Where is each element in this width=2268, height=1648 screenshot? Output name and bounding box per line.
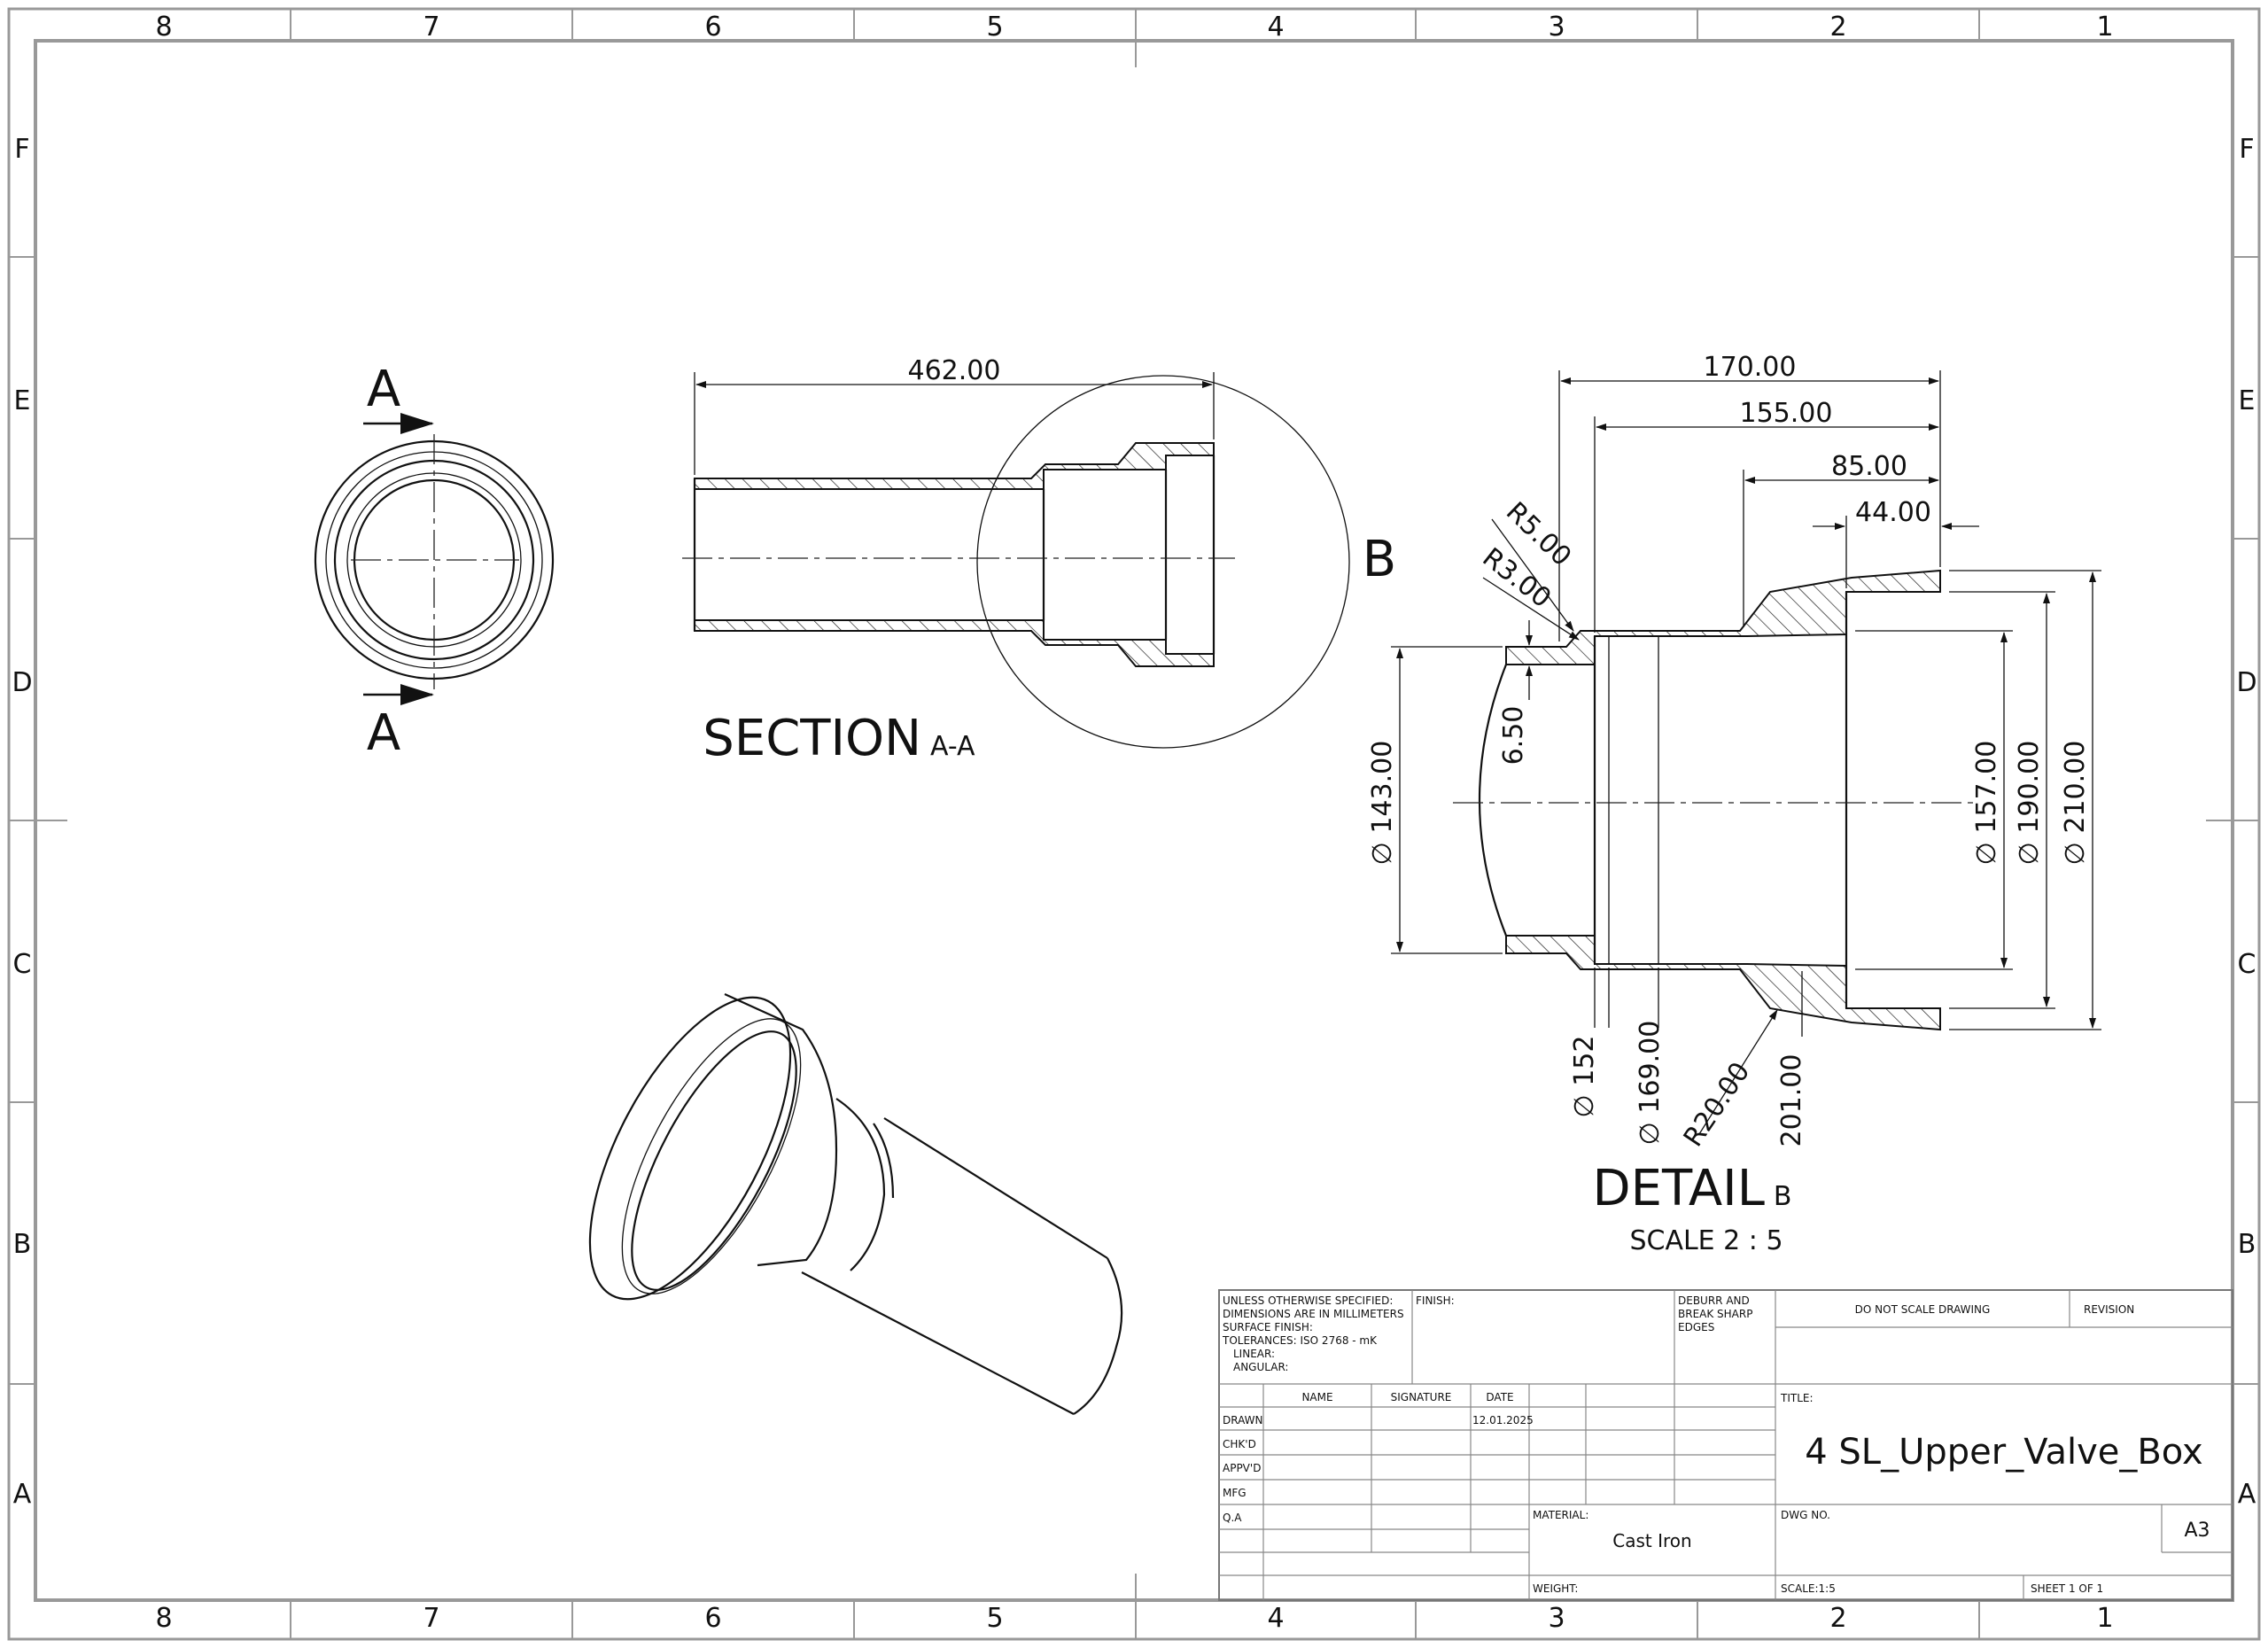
section-marker-top: A xyxy=(367,361,400,418)
zone-row-f-left: F xyxy=(14,134,29,165)
front-view: A A xyxy=(314,361,555,762)
tb-col-date: DATE xyxy=(1486,1391,1513,1403)
isometric-view xyxy=(588,992,1123,1415)
section-a-a-suffix: A-A xyxy=(930,731,975,762)
tb-note-5: LINEAR: xyxy=(1233,1348,1275,1360)
detail-view: 170.00 155.00 85.00 44.00 R5.00 R3.00 6.… xyxy=(1367,352,2101,1256)
sheet-frame: 8 7 6 5 4 3 2 1 8 7 6 5 4 3 2 1 F E D C … xyxy=(7,7,2261,1641)
zone-col-6-top: 6 xyxy=(704,12,721,43)
zone-row-f-right: F xyxy=(2239,134,2254,165)
zone-col-8-bottom: 8 xyxy=(155,1603,172,1634)
zone-row-c-right: C xyxy=(2238,949,2256,980)
tb-title-label: TITLE: xyxy=(1780,1392,1814,1404)
detail-b-circle xyxy=(976,375,1350,749)
zone-col-1-top: 1 xyxy=(2096,12,2113,43)
tb-col-signature: SIGNATURE xyxy=(1391,1391,1452,1403)
zone-col-8-top: 8 xyxy=(155,12,172,43)
section-marker-bottom: A xyxy=(367,704,400,762)
tb-weight-label: WEIGHT: xyxy=(1533,1582,1578,1595)
section-view: 462.00 B SECTION A-A xyxy=(682,355,1396,767)
zone-col-3-bottom: 3 xyxy=(1548,1603,1565,1634)
zone-row-a-left: A xyxy=(13,1479,32,1510)
dim-detail-dia-169: ∅ 169.00 xyxy=(1635,1021,1666,1146)
zone-row-d-left: D xyxy=(12,667,32,698)
tb-note-4: TOLERANCES: ISO 2768 - mK xyxy=(1222,1334,1378,1347)
tb-material-label: MATERIAL: xyxy=(1533,1509,1588,1521)
zone-row-a-right: A xyxy=(2238,1479,2256,1510)
dim-detail-dia-157: ∅ 157.00 xyxy=(1971,741,2002,866)
dim-detail-155: 155.00 xyxy=(1740,398,1833,429)
section-a-a-title: SECTION xyxy=(703,710,921,767)
tb-drawn-date: 12.01.2025 xyxy=(1472,1414,1534,1426)
tb-do-not-scale: DO NOT SCALE DRAWING xyxy=(1855,1303,1991,1316)
zone-row-e-right: E xyxy=(2239,385,2256,416)
zone-col-4-top: 4 xyxy=(1267,12,1284,43)
zone-col-7-top: 7 xyxy=(423,12,439,43)
tb-deburr-1: DEBURR AND xyxy=(1678,1294,1750,1307)
dim-detail-201: 201.00 xyxy=(1776,1054,1807,1147)
zone-col-1-bottom: 1 xyxy=(2096,1603,2113,1634)
zone-col-2-bottom: 2 xyxy=(1829,1603,1846,1634)
zone-col-2-top: 2 xyxy=(1829,12,1846,43)
tb-note-6: ANGULAR: xyxy=(1233,1361,1288,1373)
dim-detail-85: 85.00 xyxy=(1831,451,1907,482)
dim-detail-44: 44.00 xyxy=(1855,497,1931,528)
dim-overall-length: 462.00 xyxy=(908,355,1001,386)
zone-row-b-right: B xyxy=(2238,1229,2256,1260)
tb-note-2: DIMENSIONS ARE IN MILLIMETERS xyxy=(1223,1308,1404,1320)
zone-row-e-left: E xyxy=(14,385,31,416)
detail-b-callout: B xyxy=(1363,531,1396,588)
detail-b-scale: SCALE 2 : 5 xyxy=(1629,1225,1783,1256)
zone-row-b-left: B xyxy=(13,1229,32,1260)
zone-col-7-bottom: 7 xyxy=(423,1603,439,1634)
dim-detail-170: 170.00 xyxy=(1704,352,1797,383)
tb-sheet-size: A3 xyxy=(2184,1520,2210,1542)
title-block: UNLESS OTHERWISE SPECIFIED: DIMENSIONS A… xyxy=(1218,1289,2233,1601)
tb-dwg-no-label: DWG NO. xyxy=(1781,1509,1830,1521)
zone-col-4-bottom: 4 xyxy=(1267,1603,1284,1634)
dim-detail-dia-152: ∅ 152 xyxy=(1569,1036,1600,1118)
zone-col-5-bottom: 5 xyxy=(986,1603,1003,1634)
zone-col-5-top: 5 xyxy=(986,12,1003,43)
zone-row-c-left: C xyxy=(13,949,32,980)
zone-col-6-bottom: 6 xyxy=(704,1603,721,1634)
zone-col-3-top: 3 xyxy=(1548,12,1565,43)
dim-detail-dia-143: ∅ 143.00 xyxy=(1367,741,1398,866)
tb-finish-label: FINISH: xyxy=(1416,1294,1455,1307)
tb-role-qa: Q.A xyxy=(1223,1512,1242,1524)
dim-detail-r20: R20.00 xyxy=(1678,1057,1757,1153)
tb-role-approved: APPV'D xyxy=(1223,1462,1261,1474)
tb-title-value: 4 SL_Upper_Valve_Box xyxy=(1805,1432,2202,1473)
dim-detail-dia-190: ∅ 190.00 xyxy=(2014,741,2045,866)
tb-col-name: NAME xyxy=(1301,1391,1332,1403)
tb-note-1: UNLESS OTHERWISE SPECIFIED: xyxy=(1223,1294,1393,1307)
zone-row-d-right: D xyxy=(2236,667,2256,698)
tb-sheet-label: SHEET 1 OF 1 xyxy=(2031,1582,2103,1595)
tb-deburr-3: EDGES xyxy=(1678,1321,1714,1333)
tb-material-value: Cast Iron xyxy=(1612,1530,1691,1551)
tb-deburr-2: BREAK SHARP xyxy=(1678,1308,1752,1320)
tb-role-checked: CHK'D xyxy=(1223,1438,1256,1450)
tb-role-drawn: DRAWN xyxy=(1223,1414,1263,1426)
tb-scale-label: SCALE:1:5 xyxy=(1781,1582,1836,1595)
dim-detail-6-50: 6.50 xyxy=(1498,706,1529,766)
tb-role-mfg: MFG xyxy=(1223,1487,1247,1499)
tb-note-3: SURFACE FINISH: xyxy=(1223,1321,1313,1333)
dim-detail-dia-210: ∅ 210.00 xyxy=(2060,741,2091,866)
tb-revision-label: REVISION xyxy=(2084,1303,2134,1316)
